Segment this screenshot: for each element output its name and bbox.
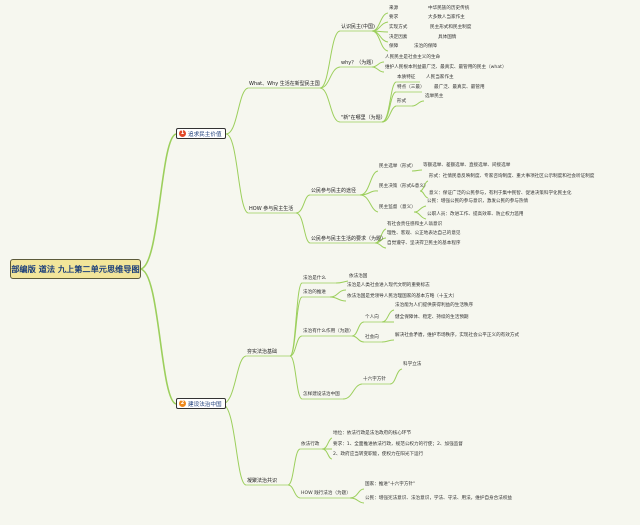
node-admin-c: 2、政府应当转变职能，使权力在阳光下运行 — [333, 452, 424, 457]
node-req-a: 有社会责任感和主人翁意识 — [387, 222, 443, 227]
node-guarantee[interactable]: 保障 — [389, 44, 399, 49]
node-what-why[interactable]: What、Why 生活在新型民主国 — [249, 81, 320, 87]
node-why[interactable]: why？（为题） — [341, 60, 377, 66]
node-form[interactable]: 形式 — [397, 99, 407, 104]
node-why-a: 人民民主是社会主义的生命 — [385, 55, 441, 60]
node-foundation[interactable]: 夯实法治基础 — [247, 349, 278, 355]
node-requirement[interactable]: 要求 — [389, 15, 399, 20]
node-progress-a: 法治是人类社会进入现代文明的重要标志 — [347, 283, 430, 288]
node-requirements[interactable]: 公民参与民主生活的要求（为题） — [311, 236, 387, 242]
node-decision-form: 形式：社情民意反映制度、专家咨询制度、重大事项社区公示制度和社会听证制度 — [429, 174, 595, 179]
node-guarantee-value: 法治的保障 — [414, 44, 437, 49]
node-source-value: 中华民族的历史传统 — [428, 6, 470, 11]
node-society[interactable]: 社会向 — [365, 335, 379, 340]
node-decision-meaning: 意义：保证广泛的公民参与，有利于集中民智、促进决策科学化民主化 — [429, 191, 572, 196]
node-essence[interactable]: 本质特征 — [397, 75, 416, 80]
root-topic[interactable]: 部编版 道法 九上第二单元思维导图 — [10, 259, 141, 279]
node-progress[interactable]: 法治的推进 — [303, 290, 326, 295]
node-individual-a: 法治能为人们提供获得利益的生活秩序 — [395, 303, 474, 308]
branch-number-badge: 2 — [179, 400, 186, 407]
node-form-value: 选举民主 — [425, 94, 444, 99]
node-election-value: 等额选举、差额选举、直接选举、间接选举 — [423, 163, 511, 168]
node-supervision-citizen: 公民：增强公民的参与意识，激发公民的参与热情 — [427, 199, 529, 204]
node-supervision[interactable]: 民主监督（意义） — [379, 205, 416, 210]
node-req-c: 自觉遵守、坚决捍卫民主的基本程序 — [387, 241, 461, 246]
node-practice[interactable]: HOW 践行法治（为题） — [301, 491, 351, 496]
node-decider[interactable]: 决定因素 — [389, 35, 408, 40]
node-progress-b: 依法治国是党领导人民治理国家的基本方略（十五大） — [347, 294, 458, 299]
branch-rule-of-law[interactable]: 2 建设法治中国 — [176, 398, 226, 409]
node-supervision-official: 公职人员：改进工作、提高效率、防止权力滥用 — [427, 212, 524, 217]
node-election[interactable]: 民主选举（形式） — [379, 164, 416, 169]
node-individual[interactable]: 个人向 — [365, 315, 379, 320]
node-what-law[interactable]: 法治是什么 — [303, 276, 326, 281]
node-features-value: 最广泛、最真实、最管用 — [434, 85, 485, 90]
node-method[interactable]: 实现方式 — [389, 25, 408, 30]
node-practice-a: 国家：推进"十六字方针" — [365, 482, 416, 487]
node-decision[interactable]: 民主决策（形式&意义） — [379, 184, 429, 189]
node-requirement-value: 大多数人当家作主 — [428, 15, 465, 20]
branch-label: 建设法治中国 — [188, 401, 222, 408]
node-admin-a: 地位：依法行政是法治政府的核心环节 — [333, 431, 412, 436]
node-source[interactable]: 来源 — [389, 6, 399, 11]
node-essence-value: 人民当家作主 — [426, 75, 454, 80]
node-individual-b: 健全保障体、稳定、持续的生活预期 — [395, 315, 469, 320]
node-sixteen-value: 科学立法 — [403, 362, 422, 367]
node-sixteen[interactable]: 十六字方针 — [363, 377, 386, 382]
node-what-law-value: 依法治国 — [349, 274, 368, 279]
node-why-b: 维护人民根本利益最广泛、最真实、最管用的民主（what） — [385, 65, 507, 70]
node-admin-b: 要求：1、全面推进依法行政，规范公权力的行使；2、加强监督 — [333, 442, 463, 447]
node-method-value: 民主形式和民主制度 — [430, 25, 472, 30]
node-how-participate[interactable]: HOW 参与民主生活 — [249, 206, 294, 212]
branch-democracy[interactable]: 1 追求民主价值 — [176, 128, 226, 139]
node-administration[interactable]: 依法行政 — [301, 442, 320, 447]
node-consensus[interactable]: 凝聚法治共识 — [247, 478, 278, 484]
node-decider-value: 具体国情 — [438, 35, 457, 40]
node-society-a: 解决社会矛盾，维护市场秩序，实现社会公平正义的有效方式 — [395, 333, 520, 338]
node-new[interactable]: "新"在哪里（为题） — [341, 115, 386, 121]
branch-label: 追求民主价值 — [188, 131, 222, 138]
node-effect[interactable]: 法治有什么作用（为题） — [303, 329, 354, 334]
node-know-democracy[interactable]: 认识民主(中国) — [341, 24, 375, 30]
node-channels[interactable]: 公民参与民主的途径 — [311, 188, 357, 194]
node-practice-b: 公民：增强宪法意识、法治意识，学法、守法、用法，维护自身合法权益 — [365, 496, 513, 501]
node-req-b: 理性、客观、公正地表达自己的意见 — [387, 231, 461, 236]
branch-number-badge: 1 — [179, 130, 186, 137]
node-build[interactable]: 怎样建设法治中国 — [303, 392, 340, 397]
node-features[interactable]: 特点（三最） — [397, 85, 425, 90]
